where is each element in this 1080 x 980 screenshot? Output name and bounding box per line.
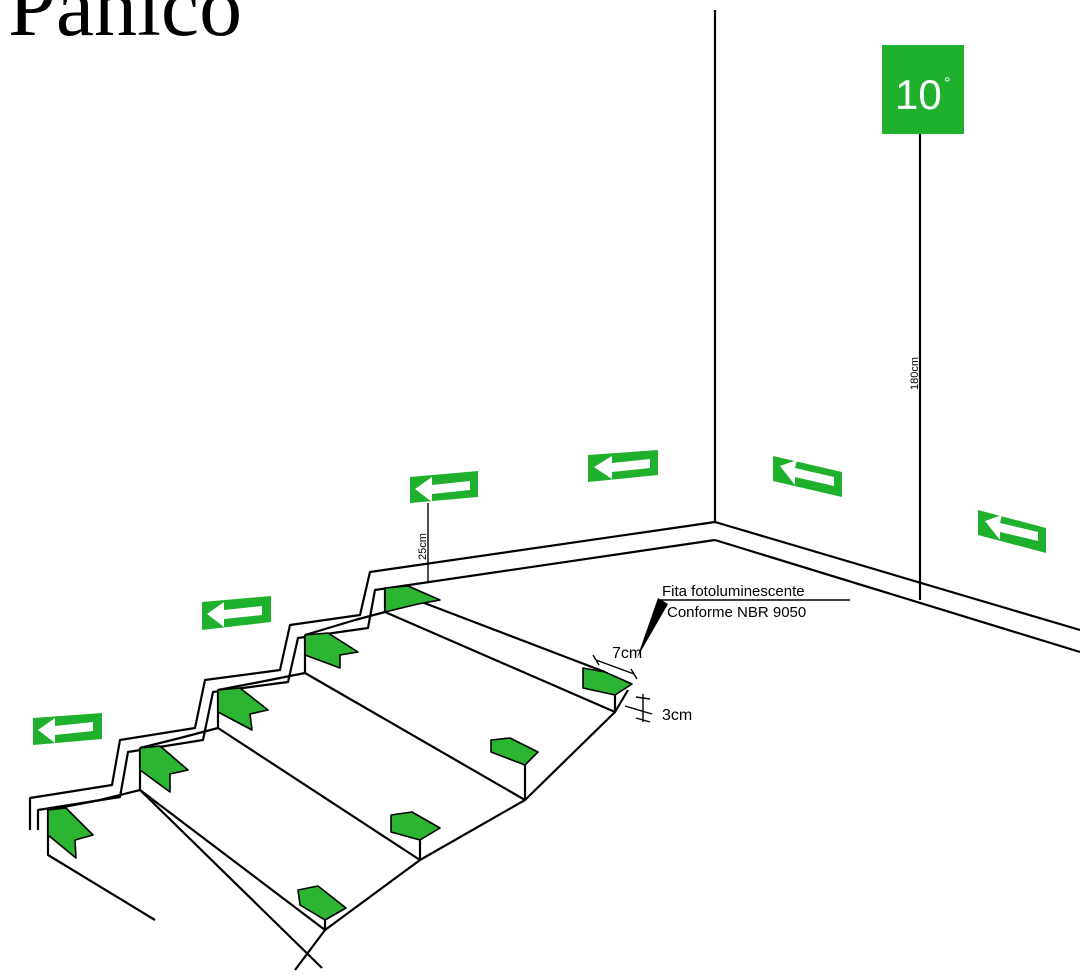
baseboard-right-lower <box>714 538 1080 654</box>
arrow-sign-3 <box>773 456 842 497</box>
stair-tapes <box>47 585 633 921</box>
tape-4a <box>139 745 189 793</box>
arrow-sign-6 <box>33 713 102 745</box>
tape-5a <box>47 807 94 859</box>
floor-degree: ° <box>944 75 950 92</box>
arrow-sign-2 <box>588 450 658 482</box>
tape-edge-label: 3cm <box>662 707 692 724</box>
tape-1a <box>384 585 441 613</box>
tape-1b <box>582 667 633 696</box>
arrow-sign-1 <box>410 471 478 503</box>
baseboard-stair-upper <box>28 520 716 830</box>
tape-3a <box>217 687 269 731</box>
callout-line1: Fita fotoluminescente <box>662 583 805 600</box>
arrow-signs <box>33 450 1046 745</box>
tape-width-dimension <box>592 654 638 680</box>
tape-edge-dimension <box>624 694 653 723</box>
arrow-sign-4 <box>978 510 1046 553</box>
sign-height-label: 180cm <box>909 357 921 390</box>
callout-line2: Conforme NBR 9050 <box>667 604 806 621</box>
tape-4b <box>297 885 347 921</box>
floor-sign: 10 ° <box>882 45 964 134</box>
tape-2b <box>490 737 539 766</box>
tape-3b <box>390 811 441 841</box>
page-title: Pânico <box>8 0 243 54</box>
tape-2a <box>304 632 359 669</box>
tape-callout <box>637 598 850 658</box>
arrow-height-label: 25cm <box>417 533 429 560</box>
arrow-sign-5 <box>202 596 271 630</box>
baseboard-right <box>714 520 1080 632</box>
tape-width-label: 7cm <box>612 645 642 662</box>
floor-number: 10 <box>895 71 942 118</box>
